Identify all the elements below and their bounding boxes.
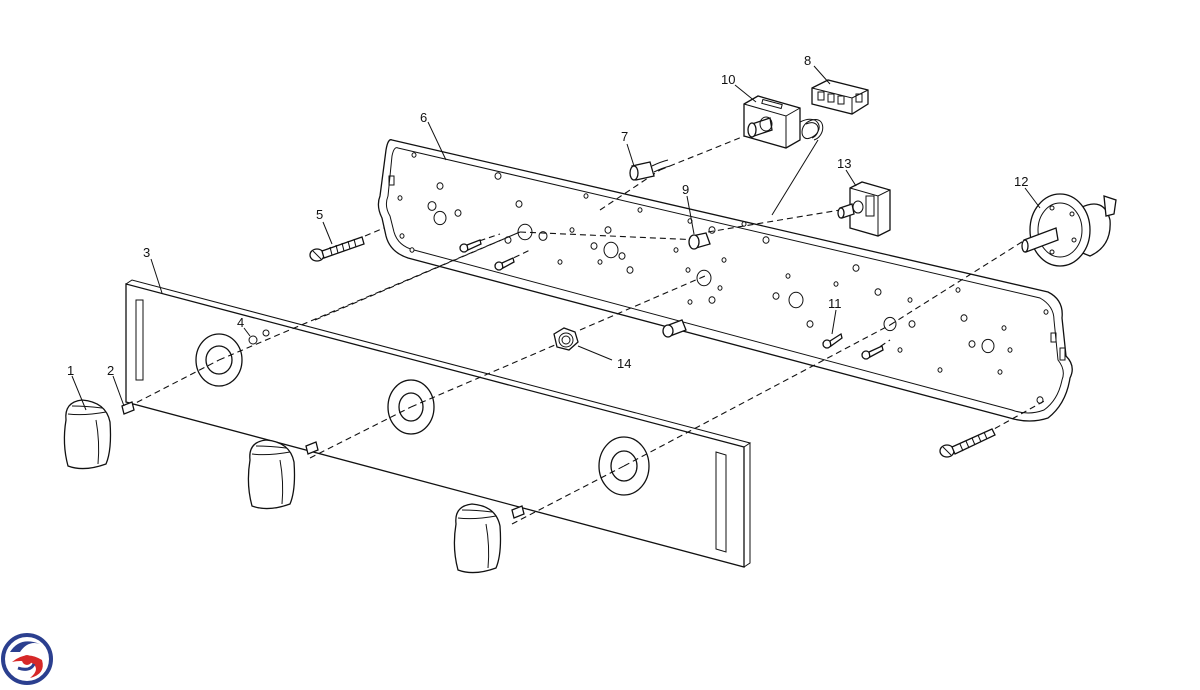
timer: [1021, 193, 1117, 267]
panel-screw: [459, 239, 884, 360]
callout-14: 14: [617, 356, 631, 371]
energy-regulator: [837, 181, 891, 237]
knob: [247, 439, 296, 510]
switch-block: [811, 79, 869, 115]
fixing-screw: [309, 236, 365, 262]
callout-9: 9: [682, 182, 689, 197]
knob-insert: [121, 401, 135, 415]
assembly-lines: [127, 132, 1047, 525]
panel-clip: [662, 232, 711, 338]
callout-3: 3: [143, 245, 150, 260]
control-panel: [377, 139, 1073, 422]
ignition-switch: [629, 159, 671, 181]
callout-2: 2: [107, 363, 114, 378]
callout-4: 4: [237, 315, 244, 330]
knob-insert: [305, 441, 319, 455]
callout-11: 11: [828, 296, 842, 311]
callout-8: 8: [804, 53, 811, 68]
fascia-panel: [125, 279, 752, 568]
knob: [453, 503, 502, 574]
knob-insert: [511, 505, 525, 519]
thermostat: [743, 95, 824, 149]
callout-13: 13: [837, 156, 851, 171]
callout-5: 5: [316, 207, 323, 222]
long-screw: [939, 428, 996, 458]
neon-indicator: [248, 335, 258, 345]
callout-7: 7: [621, 129, 628, 144]
fixing-nut: [553, 327, 579, 351]
callout-6: 6: [420, 110, 427, 125]
brand-swirl-logo: [1, 633, 53, 685]
callout-10: 10: [721, 72, 735, 87]
callout-12: 12: [1014, 174, 1028, 189]
callout-labels: 1 2 3 4 5 6 7 8 9 10 11 12 13 14: [67, 53, 1041, 411]
callout-1: 1: [67, 363, 74, 378]
knob: [63, 399, 112, 470]
